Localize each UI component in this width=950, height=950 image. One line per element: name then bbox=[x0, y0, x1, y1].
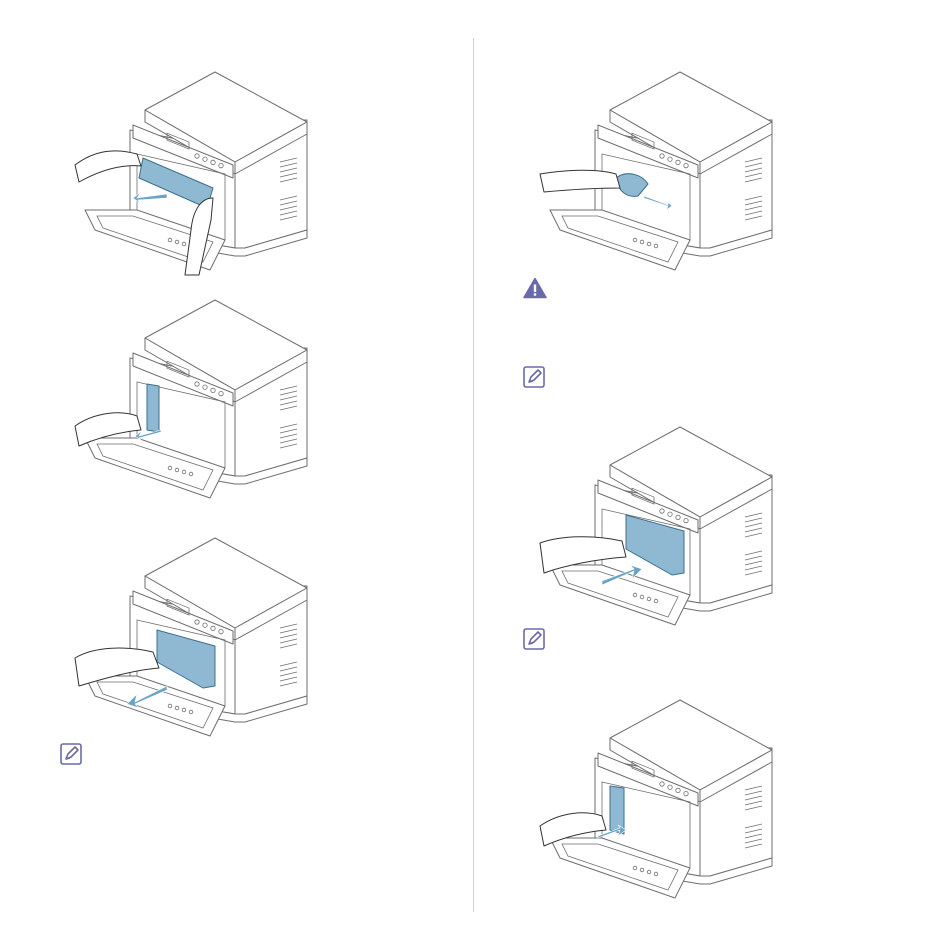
printer-figure-pull-out-waste-container bbox=[75, 536, 315, 741]
note-icon bbox=[60, 743, 82, 765]
note-icon bbox=[523, 366, 545, 388]
note-icon bbox=[523, 628, 545, 650]
printer-figure-insert-waste-container bbox=[540, 425, 780, 630]
column-divider bbox=[473, 38, 474, 912]
warning-icon bbox=[523, 277, 547, 299]
printer-figure-lock-waste-container bbox=[540, 698, 780, 903]
printer-figure-unlock-waste-container bbox=[75, 298, 315, 503]
printer-figure-remove-transfer-belt bbox=[75, 70, 315, 275]
printer-figure-wipe-inside bbox=[540, 70, 780, 275]
